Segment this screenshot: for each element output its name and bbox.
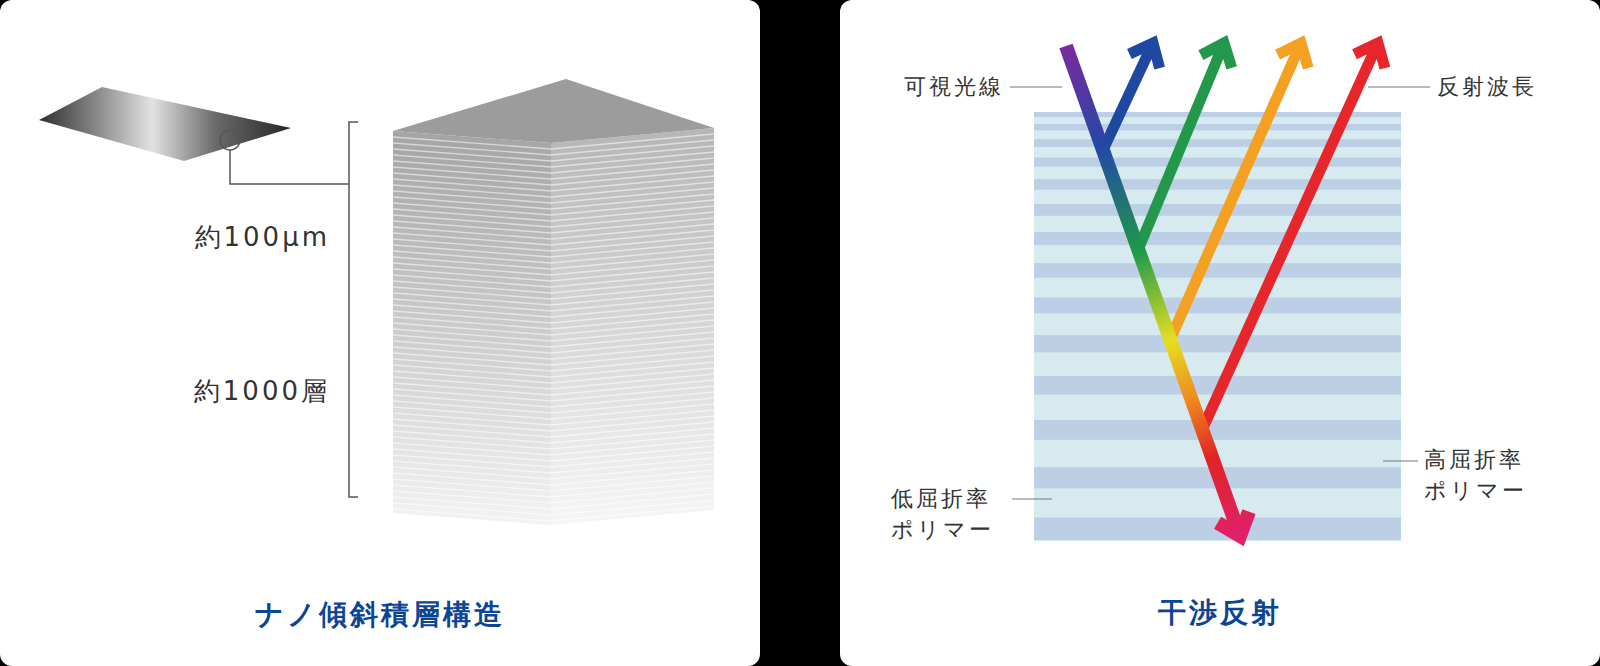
callout-label: 低屈折率 ポリマー [891,484,1019,546]
stack-layers [393,134,714,521]
reflected-orange-arrow [1170,43,1308,340]
figure-panel: ナノ傾斜積層構造 [0,0,760,666]
band [1034,204,1401,216]
band [1034,158,1401,167]
band [1034,139,1401,147]
panel-caption: ナノ傾斜積層構造 [255,597,505,633]
callout-label: 高屈折率 ポリマー [1424,445,1552,507]
callout-label: 反射波長 [1437,72,1537,103]
film-sheet [39,87,291,161]
bracket [349,122,358,497]
leader-line [1010,86,1062,87]
left-panel-ground [0,0,760,666]
band [1034,420,1401,440]
panel-caption: 干渉反射 [1158,595,1282,631]
callout-label: 可視光線 [904,72,1004,103]
magnifier-circle [220,130,240,150]
reflected-red-arrow [1202,43,1385,430]
dimension-label: 約100μm [195,219,331,255]
leader-line [1012,498,1052,499]
band [1034,335,1401,352]
leader-line [230,150,349,184]
layer-count-label: 約1000層 [194,373,330,409]
figure-panel: 干渉反射 [840,0,1600,666]
leader-line [1383,460,1418,461]
leader-line [1368,86,1430,87]
band [1034,179,1401,189]
stack-top-face [393,79,714,143]
incident-light-arrow [1066,46,1249,536]
layer-line [393,506,714,521]
band [1034,298,1401,314]
right-panel-ground [840,0,1600,666]
reflected-blue-arrow [1103,43,1160,150]
band [1034,263,1401,277]
